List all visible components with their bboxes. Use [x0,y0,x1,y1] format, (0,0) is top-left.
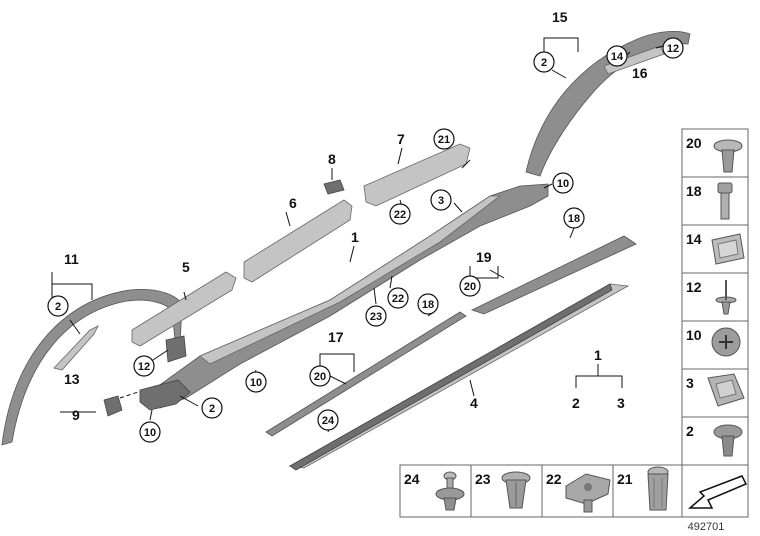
bracket-6 [243,199,353,283]
svg-text:20: 20 [464,281,476,293]
callout-24: 24 [317,409,339,431]
fastener-12-icon [715,280,737,315]
svg-text:22: 22 [394,209,406,221]
svg-text:23: 23 [370,311,382,323]
fastener-table-bottom: 24 23 22 21 [399,464,749,518]
svg-text:10: 10 [557,178,569,190]
callout-12-right: 12 [662,37,684,59]
svg-text:2: 2 [209,403,215,415]
svg-text:18: 18 [422,299,434,311]
document-number: 492701 [688,521,725,533]
label-part-3b: 3 [617,395,625,411]
label-part-1: 1 [351,229,359,245]
callout-21: 21 [433,128,455,150]
callout-2-mid: 2 [201,397,223,419]
label-part-5: 5 [182,259,190,275]
callout-20-left: 20 [309,365,331,387]
fastener-label-20: 20 [686,135,702,151]
fastener-label-10: 10 [686,327,702,343]
label-part-4: 4 [470,395,478,411]
svg-text:20: 20 [314,371,326,383]
fastener-label-21: 21 [617,471,633,487]
clip-8 [323,179,345,195]
trim-strip-19 [470,235,637,315]
label-part-17: 17 [328,329,344,345]
fastener-3-icon [707,373,745,407]
fastener-table-right: 20 18 14 12 10 3 2 [681,128,749,466]
fastener-2-icon [713,424,743,457]
svg-text:22: 22 [392,293,404,305]
fastener-label-23: 23 [475,471,491,487]
leader-lines [51,37,665,433]
svg-text:24: 24 [322,415,335,427]
fastener-18-icon [717,182,733,220]
trim-strip-17 [265,311,467,437]
callout-10-right: 10 [552,172,574,194]
fastener-21-icon [647,466,669,511]
callout-22-top: 22 [389,203,411,225]
fastener-label-3: 3 [686,375,694,391]
callout-22-mid: 22 [387,287,409,309]
part-9-clip [103,395,123,417]
fastener-label-2: 2 [686,423,694,439]
label-part-13: 13 [64,371,80,387]
fastener-label-22: 22 [546,471,562,487]
label-part-11: 11 [64,251,79,267]
svg-text:12: 12 [667,43,679,55]
fastener-23-icon [501,471,531,509]
callout-10-left: 10 [139,421,161,443]
wheel-arch-trim-left [1,289,183,446]
trim-strip-4-edge [289,283,613,471]
arch-lower-cover [165,335,187,363]
callout-2-left: 2 [47,295,69,317]
callout-23: 23 [365,305,387,327]
fastener-10-icon [711,327,741,357]
svg-text:3: 3 [438,195,444,207]
arrow-icon [687,475,748,509]
label-part-2b: 2 [572,395,580,411]
svg-text:2: 2 [541,57,547,69]
callout-20-right: 20 [459,275,481,297]
fastener-20-icon [713,139,743,173]
label-part-9: 9 [72,407,80,423]
label-part-7: 7 [397,131,405,147]
svg-text:14: 14 [611,51,624,63]
bracket-5 [131,271,237,347]
fastener-label-14: 14 [686,231,702,247]
svg-text:12: 12 [138,361,150,373]
svg-text:2: 2 [55,301,61,313]
sill-end-piece [139,379,191,411]
callout-18-mid: 18 [417,293,439,315]
fastener-22-icon [565,473,611,513]
callout-3: 3 [430,189,452,211]
callout-12-left: 12 [133,355,155,377]
callout-14: 14 [606,45,628,67]
label-part-8: 8 [328,151,336,167]
label-part-15: 15 [552,9,568,25]
arch-bracket-13 [53,325,99,371]
svg-text:21: 21 [438,134,450,146]
arch-trim-16 [603,45,665,75]
callout-2-right: 2 [533,51,555,73]
fastener-label-24: 24 [404,471,420,487]
callout-18-right: 18 [563,207,585,229]
fastener-label-18: 18 [686,183,702,199]
fastener-14-icon [711,233,745,265]
svg-text:10: 10 [250,377,262,389]
svg-text:18: 18 [568,213,580,225]
svg-text:10: 10 [144,427,156,439]
label-part-6: 6 [289,195,297,211]
label-part-1b: 1 [594,347,602,363]
bracket-7 [363,143,471,207]
label-part-16: 16 [632,65,648,81]
label-part-19: 19 [476,249,492,265]
side-skirt-inner [199,195,502,365]
fastener-24-icon [435,471,465,511]
callout-10-mid: 10 [245,371,267,393]
fastener-label-12: 12 [686,279,702,295]
